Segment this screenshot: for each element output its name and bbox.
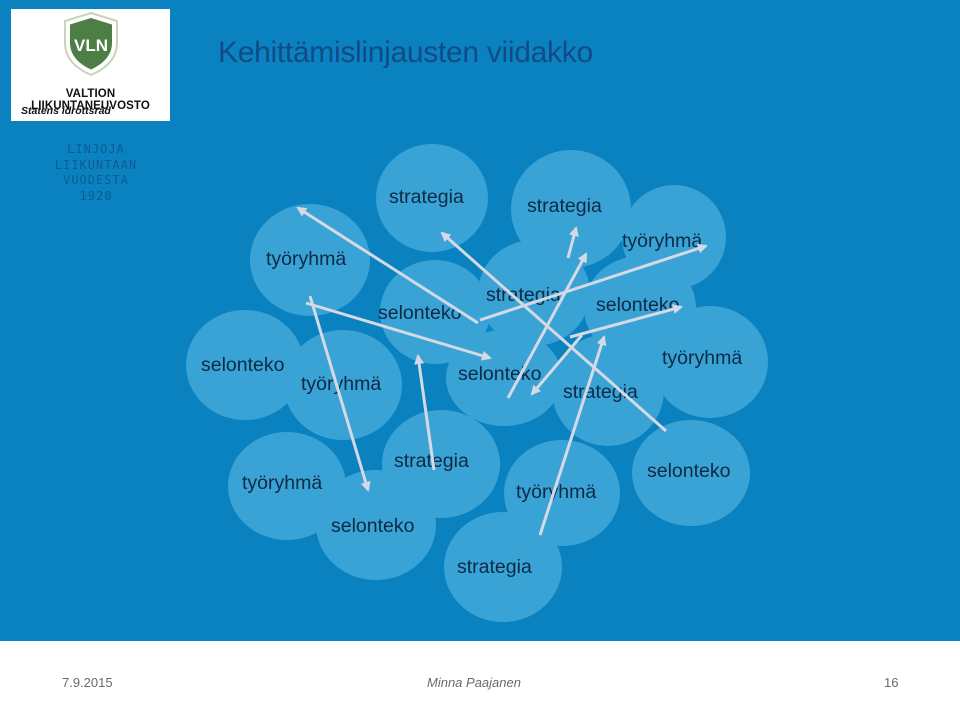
arrow xyxy=(538,335,607,536)
arrow xyxy=(566,226,579,259)
bubble xyxy=(478,240,590,346)
bubble xyxy=(632,420,750,526)
arrow xyxy=(296,206,479,325)
logo-name-fi: VALTION LIIKUNTANEUVOSTO xyxy=(31,88,150,112)
arrow xyxy=(479,243,708,322)
logo-name-sv: Statens idrottsråd xyxy=(21,105,111,117)
word-label: työryhmä xyxy=(242,472,323,494)
bubble xyxy=(446,330,562,426)
footer-page-number: 16 xyxy=(884,675,899,690)
arrow xyxy=(305,301,492,361)
word-label: työryhmä xyxy=(622,230,703,252)
logo: VLN VALTION LIIKUNTANEUVOSTO Statens idr… xyxy=(11,9,170,121)
word-label: työryhmä xyxy=(301,373,382,395)
bubble xyxy=(186,310,304,420)
word-label: strategia xyxy=(563,381,638,403)
arrow xyxy=(569,304,683,339)
badge-line: LINJOJA xyxy=(67,142,125,156)
word-label: työryhmä xyxy=(266,248,347,270)
word-label: työryhmä xyxy=(662,347,743,369)
arrow xyxy=(506,252,588,399)
arrow xyxy=(414,354,436,471)
connector-arrows xyxy=(296,206,708,536)
arrow xyxy=(440,231,667,433)
word-label: strategia xyxy=(527,195,602,217)
bubble xyxy=(376,144,488,252)
badge-line: 1920 xyxy=(79,188,113,203)
word-label: selonteko xyxy=(596,294,680,316)
word-label: selonteko xyxy=(647,460,731,482)
word-label: työryhmä xyxy=(516,481,597,503)
word-label: strategia xyxy=(457,556,532,578)
word-label: selonteko xyxy=(458,363,542,385)
arrow xyxy=(530,334,584,396)
slide-title: Kehittämislinjausten viidakko xyxy=(218,36,593,69)
shield-icon: VLN xyxy=(64,11,118,77)
arrow xyxy=(308,295,371,492)
word-label: strategia xyxy=(389,186,464,208)
bubble xyxy=(284,330,402,440)
word-label: selonteko xyxy=(201,354,285,376)
badge-line: VUODESTA xyxy=(63,173,129,187)
word-label: selonteko xyxy=(331,515,415,537)
footer-author: Minna Paajanen xyxy=(427,675,521,690)
bubble xyxy=(652,306,768,418)
content-panel: strategia strategia työryhmä työryhmä se… xyxy=(0,0,960,641)
word-label: selonteko xyxy=(378,302,462,324)
bubble xyxy=(316,470,436,580)
logo-abbr: VLN xyxy=(74,36,108,55)
footer-date: 7.9.2015 xyxy=(62,675,113,690)
bubble xyxy=(552,334,664,446)
badge-line: LIIKUNTAAN xyxy=(54,157,138,172)
history-badge: LINJOJA LIIKUNTAAN VUODESTA 1920 xyxy=(40,142,152,204)
